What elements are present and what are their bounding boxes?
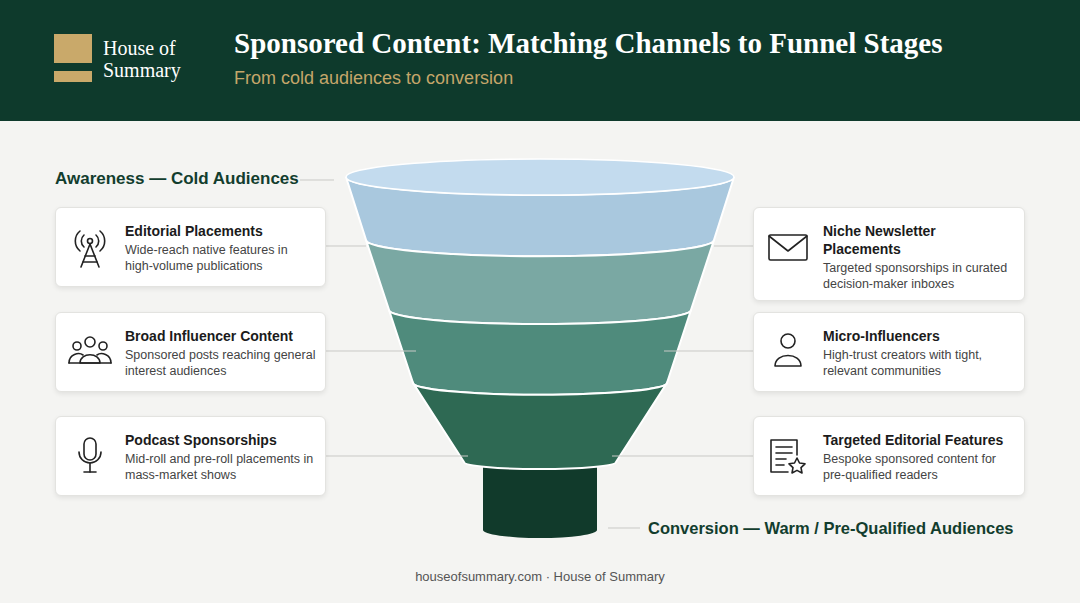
document-star-icon xyxy=(771,440,805,473)
channel-card: Micro-InfluencersHigh-trust creators wit… xyxy=(753,312,1025,392)
leader-line xyxy=(714,246,753,247)
leader-line xyxy=(300,180,334,181)
channel-card: Podcast SponsorshipsMid-roll and pre-rol… xyxy=(55,416,326,496)
card-description: Mid-roll and pre-roll placements in mass… xyxy=(125,451,317,483)
people-icon xyxy=(69,337,111,363)
funnel-band xyxy=(366,240,714,324)
leader-line xyxy=(326,351,416,352)
subtitle: From cold audiences to conversion xyxy=(234,67,734,89)
leader-lines xyxy=(300,180,753,528)
header-band xyxy=(0,0,1080,121)
stage-label: Conversion — Warm / Pre-Qualified Audien… xyxy=(648,517,1068,539)
card-title: Broad Influencer Content xyxy=(125,327,317,345)
card-title: Editorial Placements xyxy=(125,222,317,240)
leader-line xyxy=(326,246,366,247)
logo-bar xyxy=(54,71,92,82)
card-title: Micro-Influencers xyxy=(823,327,1016,345)
leader-line xyxy=(326,456,468,457)
card-title: Niche Newsletter Placements xyxy=(823,222,1016,258)
card-description: Sponsored posts reaching general interes… xyxy=(125,347,317,379)
microphone-icon xyxy=(79,438,101,472)
funnel xyxy=(346,159,734,538)
envelope-icon xyxy=(769,235,807,260)
card-title: Podcast Sponsorships xyxy=(125,431,317,449)
stage-label: Awareness — Cold Audiences xyxy=(55,168,315,190)
footer-text: houseofsummary.com · House of Summary xyxy=(0,569,1080,585)
channel-card: Editorial PlacementsWide-reach native fe… xyxy=(55,207,326,287)
logo-text: House of Summary xyxy=(103,37,203,81)
card-description: Targeted sponsorships in curated decisio… xyxy=(823,260,1016,292)
antenna-icon xyxy=(75,231,104,267)
leader-line xyxy=(608,528,640,529)
leader-line xyxy=(664,351,753,352)
channel-card: Targeted Editorial FeaturesBespoke spons… xyxy=(753,416,1025,496)
funnel-band xyxy=(389,310,691,395)
funnel-spout xyxy=(483,462,597,538)
funnel-top xyxy=(346,159,734,195)
title: Sponsored Content: Matching Channels to … xyxy=(234,27,942,60)
logo-square xyxy=(54,34,92,63)
card-title: Targeted Editorial Features xyxy=(823,431,1016,449)
card-description: Wide-reach native features in high-volum… xyxy=(125,242,317,274)
person-icon xyxy=(775,334,801,366)
card-description: High-trust creators with tight, relevant… xyxy=(823,347,1016,379)
channel-card: Niche Newsletter PlacementsTargeted spon… xyxy=(753,207,1025,301)
leader-line xyxy=(612,456,753,457)
card-description: Bespoke sponsored content for pre-qualif… xyxy=(823,451,1016,483)
channel-card: Broad Influencer ContentSponsored posts … xyxy=(55,312,326,392)
